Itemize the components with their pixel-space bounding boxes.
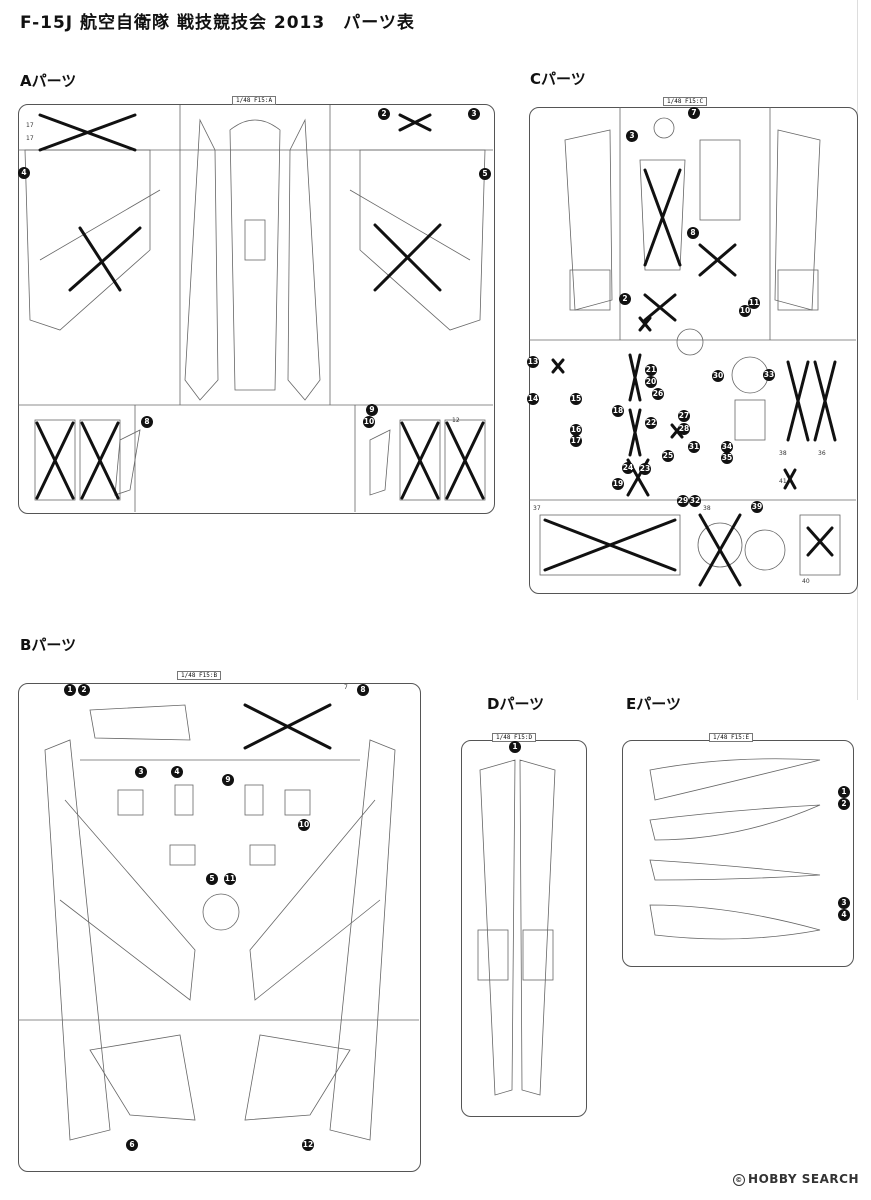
part-number-c: 8 <box>687 227 699 239</box>
part-number-c: 34 <box>721 441 733 453</box>
part-number-c: 30 <box>712 370 724 382</box>
frame-label: 38 <box>703 505 711 512</box>
section-c-heading: Cパーツ <box>530 70 586 88</box>
part-number-c: 14 <box>527 393 539 405</box>
part-number-c: 33 <box>763 369 775 381</box>
sprue-c-frame <box>529 107 858 594</box>
part-number-b: 3 <box>135 766 147 778</box>
hobby-search-logo: ©HOBBY SEARCH <box>733 1172 859 1186</box>
part-number-c: 18 <box>612 405 624 417</box>
part-number-b: 1 <box>64 684 76 696</box>
part-number-a: 10 <box>363 416 375 428</box>
frame-label: 12 <box>452 417 460 424</box>
part-number-c: 21 <box>645 364 657 376</box>
frame-label: 40 <box>802 578 810 585</box>
section-a-heading: Aパーツ <box>20 72 77 90</box>
part-number-c: 3 <box>626 130 638 142</box>
section-d-heading: Dパーツ <box>487 695 545 713</box>
frame-label: 41 <box>779 478 787 485</box>
part-number-a: 3 <box>468 108 480 120</box>
part-number-b: 12 <box>302 1139 314 1151</box>
part-number-c: 28 <box>678 423 690 435</box>
sprue-a-frame <box>18 104 495 514</box>
part-number-c: 39 <box>751 501 763 513</box>
part-number-b: 2 <box>78 684 90 696</box>
frame-label: 7 <box>344 684 348 691</box>
frame-label: 17 <box>26 122 34 129</box>
part-number-c: 7 <box>688 107 700 119</box>
part-number-b: 10 <box>298 819 310 831</box>
part-number-c: 15 <box>570 393 582 405</box>
frame-label: 17 <box>26 135 34 142</box>
section-e-heading: Eパーツ <box>626 695 681 713</box>
part-number-c: 23 <box>639 463 651 475</box>
part-number-c: 25 <box>662 450 674 462</box>
part-number-a: 5 <box>479 168 491 180</box>
part-number-b: 8 <box>357 684 369 696</box>
part-number-b: 5 <box>206 873 218 885</box>
part-number-b: 9 <box>222 774 234 786</box>
page-title: F-15J 航空自衛隊 戦技競技会 2013 パーツ表 <box>20 13 415 33</box>
part-number-c: 24 <box>622 462 634 474</box>
part-number-c: 32 <box>689 495 701 507</box>
part-number-e: 4 <box>838 909 850 921</box>
sprue-e-frame <box>622 740 854 967</box>
frame-label: 38 <box>779 450 787 457</box>
part-number-a: 8 <box>141 416 153 428</box>
part-number-c: 31 <box>688 441 700 453</box>
sprue-b-stamp: 1/48 F15:B <box>177 671 222 680</box>
section-b-heading: Bパーツ <box>20 636 77 654</box>
sprue-d-frame <box>461 740 587 1117</box>
sprue-e-stamp: 1/48 F15:E <box>709 733 754 742</box>
part-number-e: 2 <box>838 798 850 810</box>
part-number-c: 16 <box>570 424 582 436</box>
part-number-c: 10 <box>739 305 751 317</box>
part-number-a: 2 <box>378 108 390 120</box>
brand-text: HOBBY SEARCH <box>748 1172 859 1186</box>
part-number-c: 20 <box>645 376 657 388</box>
frame-label: 36 <box>818 450 826 457</box>
part-number-b: 6 <box>126 1139 138 1151</box>
part-number-e: 1 <box>838 786 850 798</box>
sprue-c-stamp: 1/48 F15:C <box>663 97 708 106</box>
part-number-c: 13 <box>527 356 539 368</box>
sprue-b-frame <box>18 683 421 1172</box>
part-number-b: 11 <box>224 873 236 885</box>
part-number-e: 3 <box>838 897 850 909</box>
part-number-c: 11 <box>748 297 760 309</box>
part-number-c: 26 <box>652 388 664 400</box>
part-number-c: 19 <box>612 478 624 490</box>
frame-label: 37 <box>533 505 541 512</box>
part-number-a: 4 <box>18 167 30 179</box>
part-number-c: 29 <box>677 495 689 507</box>
part-number-a: 9 <box>366 404 378 416</box>
part-number-c: 17 <box>570 435 582 447</box>
copyright-icon: © <box>733 1174 746 1186</box>
part-number-c: 2 <box>619 293 631 305</box>
sprue-a-stamp: 1/48 F15:A <box>232 96 277 105</box>
part-number-b: 4 <box>171 766 183 778</box>
part-number-c: 22 <box>645 417 657 429</box>
part-number-d: 1 <box>509 741 521 753</box>
part-number-c: 35 <box>721 452 733 464</box>
part-number-c: 27 <box>678 410 690 422</box>
